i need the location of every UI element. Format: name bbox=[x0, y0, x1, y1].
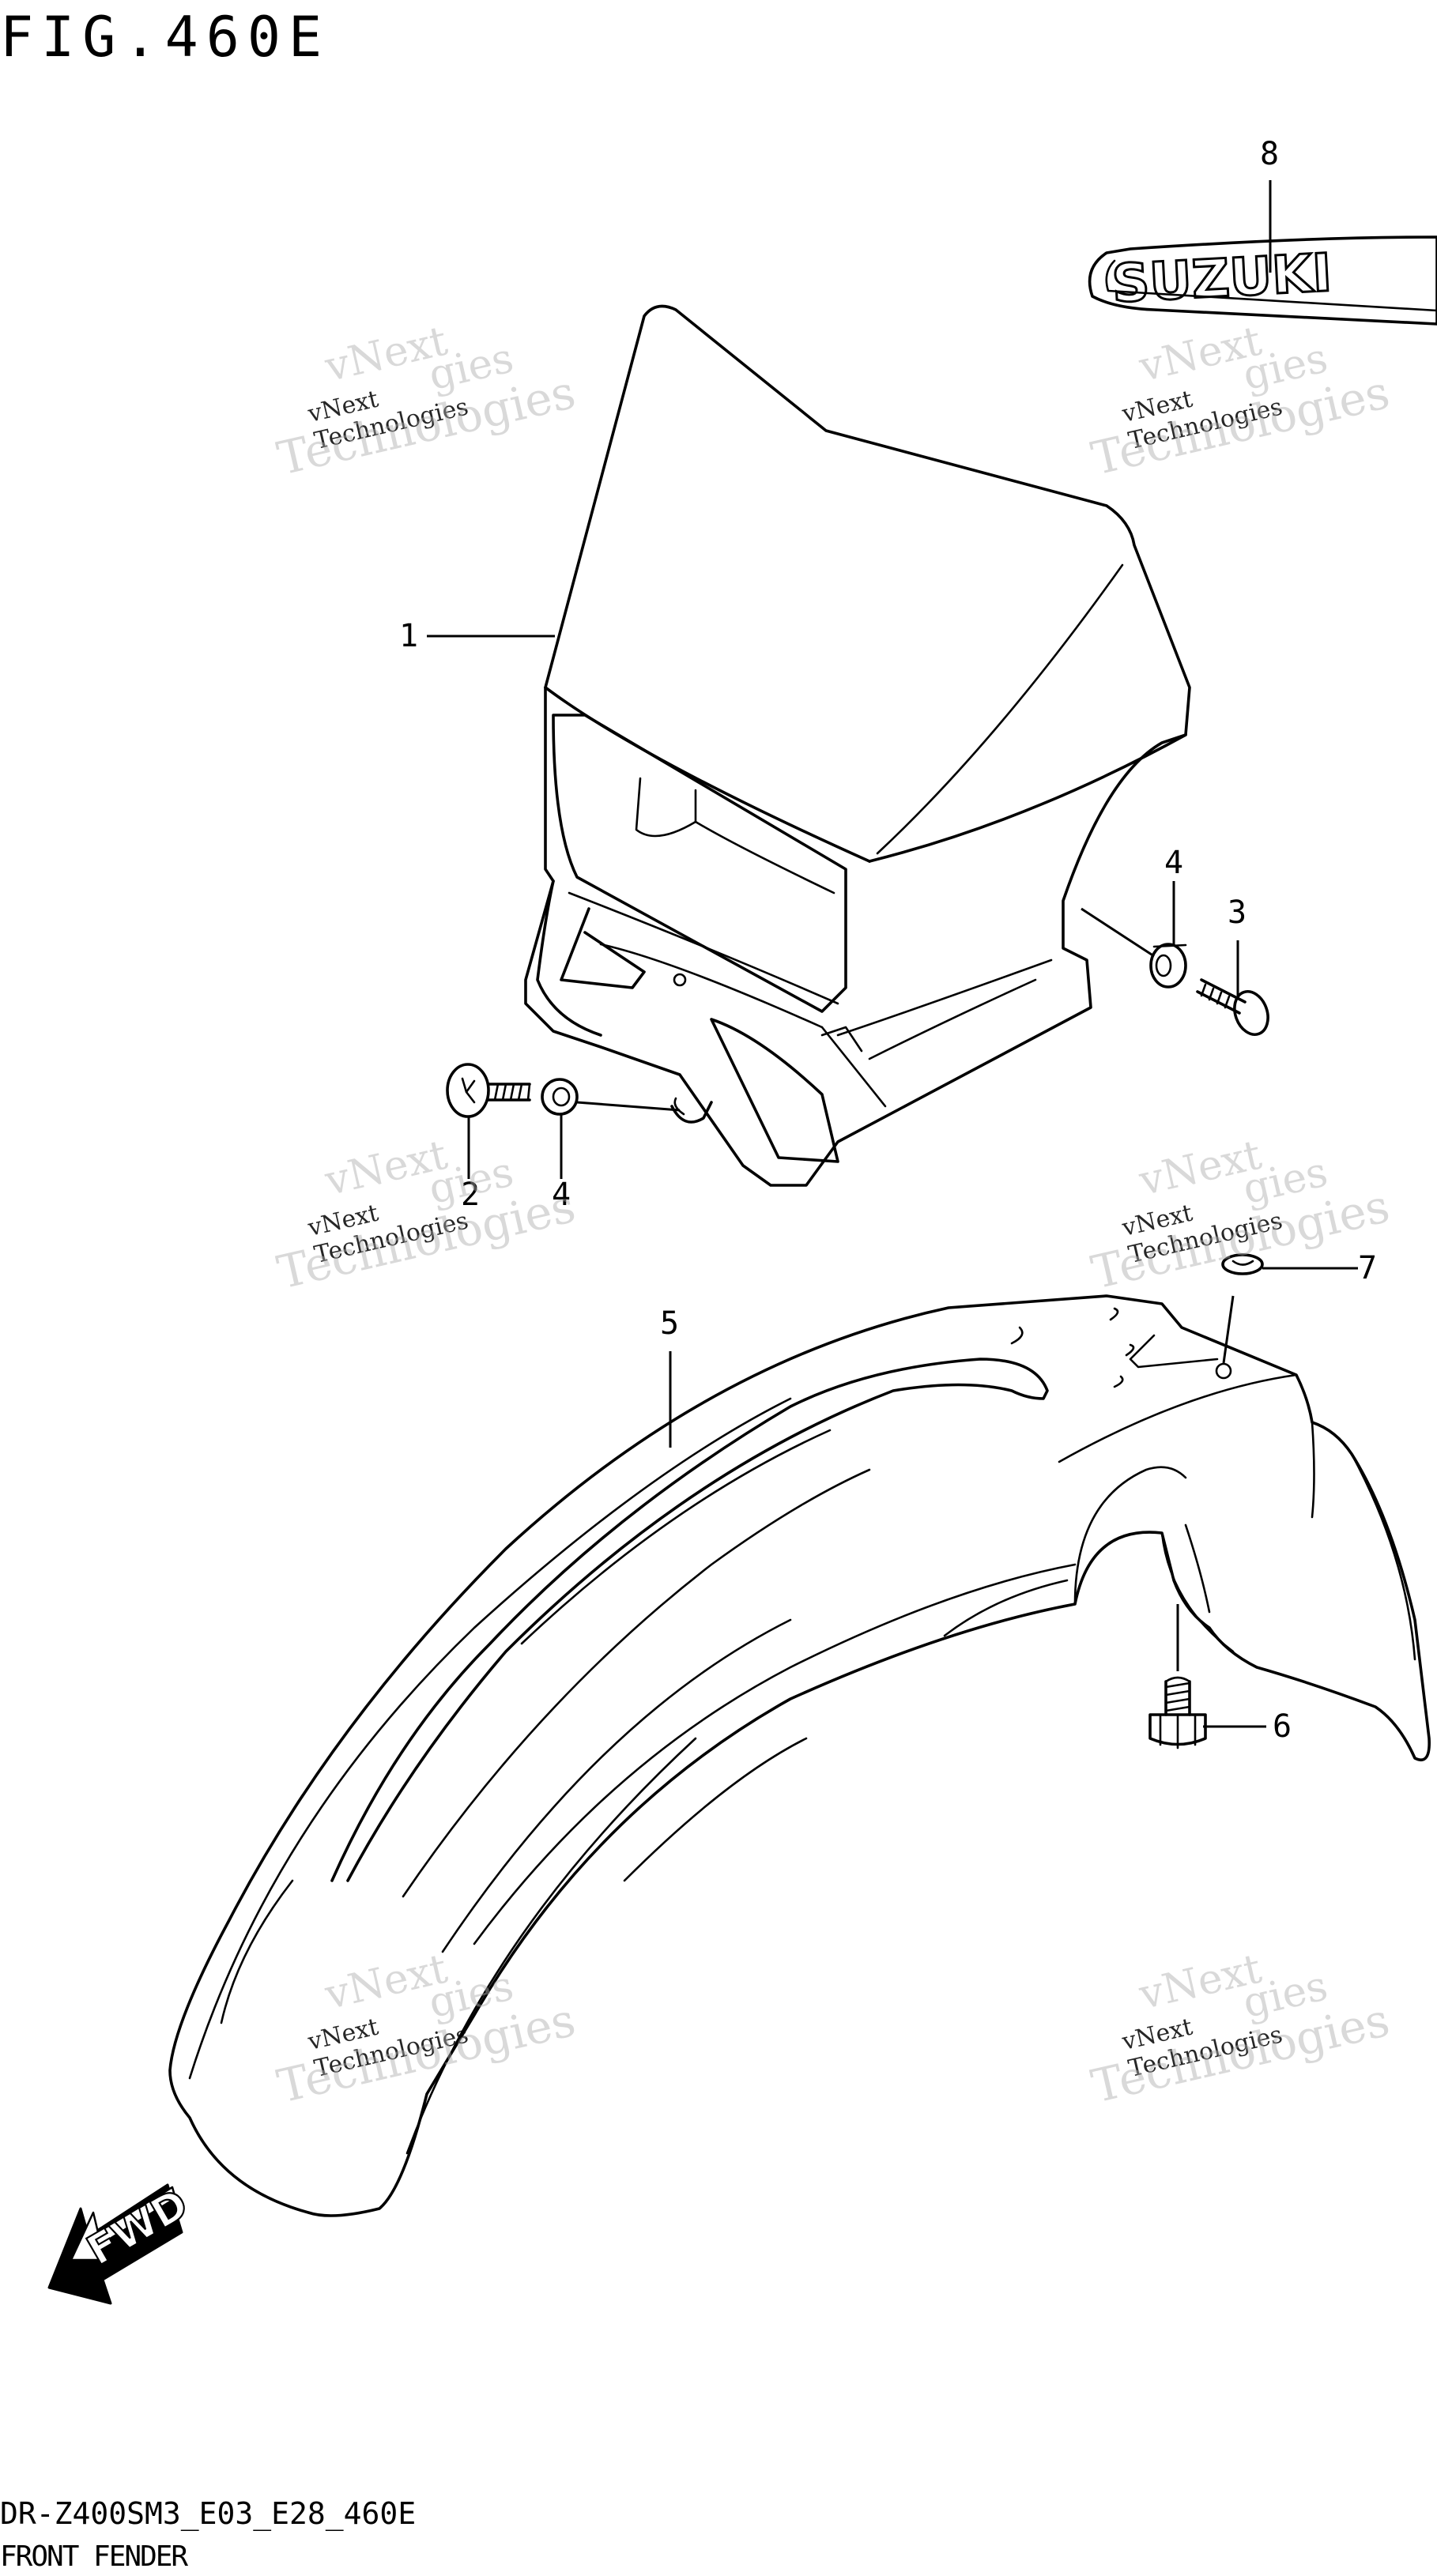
callout-7: 7 bbox=[1358, 1250, 1378, 1286]
callout-4-left: 4 bbox=[552, 1177, 571, 1213]
suzuki-emblem-part: SUZUKI bbox=[1088, 235, 1437, 326]
callout-3: 3 bbox=[1228, 894, 1247, 931]
callout-1: 1 bbox=[399, 618, 419, 654]
callout-2: 2 bbox=[461, 1177, 481, 1213]
front-fender-part bbox=[168, 1294, 1431, 2217]
grommet-left-part bbox=[541, 1078, 579, 1116]
diagram-code: DR-Z400SM3_E03_E28_460E bbox=[0, 2496, 417, 2531]
callout-8: 8 bbox=[1260, 136, 1280, 172]
forward-direction-arrow: FWD bbox=[47, 2179, 197, 2305]
grommet-right-part bbox=[1149, 943, 1187, 989]
fender-nut-part bbox=[1221, 1253, 1264, 1275]
fwd-label: FWD bbox=[80, 2180, 197, 2275]
suzuki-logo-text: SUZUKI bbox=[1111, 243, 1333, 314]
leader-lines bbox=[427, 180, 1358, 1728]
headlight-cover-part bbox=[524, 304, 1191, 1187]
callout-4-right: 4 bbox=[1164, 845, 1184, 881]
diagram-name: FRONT FENDER bbox=[0, 2540, 188, 2573]
figure-title: FIG.460E bbox=[0, 5, 330, 70]
screw-right-part bbox=[1196, 978, 1269, 1036]
callout-6: 6 bbox=[1273, 1708, 1292, 1745]
screw-left-part bbox=[446, 1063, 531, 1118]
callout-5: 5 bbox=[660, 1305, 680, 1342]
fender-bolt-part bbox=[1148, 1676, 1207, 1749]
